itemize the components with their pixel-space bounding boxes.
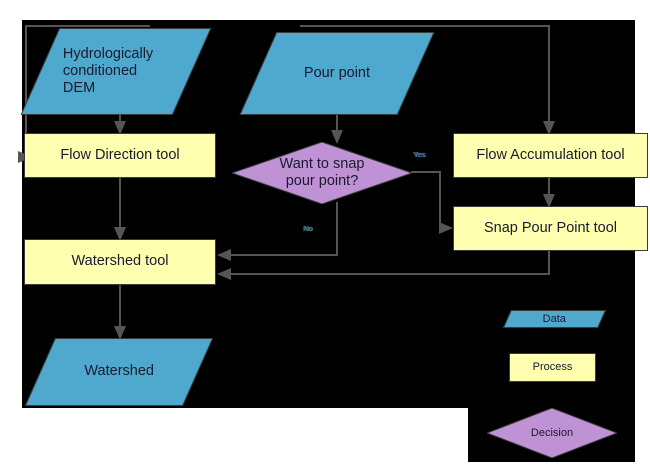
node-label-snap-pour-point: Snap Pour Point tool xyxy=(483,219,617,236)
legend-label-process: Process xyxy=(532,361,573,374)
node-flow-direction-tool[interactable]: Flow Direction tool xyxy=(24,133,216,178)
node-label-decision: Want to snap pour point? xyxy=(279,156,365,189)
node-label-pour-point: Pour point xyxy=(303,64,371,81)
node-label-flow-accumulation: Flow Accumulation tool xyxy=(476,146,625,163)
node-snap-pour-point-tool[interactable]: Snap Pour Point tool xyxy=(453,206,648,251)
node-watershed[interactable]: Watershed xyxy=(24,338,214,406)
legend-diamond-shape xyxy=(487,408,617,458)
node-label-flow-direction: Flow Direction tool xyxy=(60,146,180,163)
edge-label-yes: Yes xyxy=(413,152,426,159)
node-label-dem: Hydrologically conditioned DEM xyxy=(63,45,154,97)
edge-label-no: No xyxy=(303,226,313,233)
diamond-shape xyxy=(232,142,412,204)
node-label-watershed-tool: Watershed tool xyxy=(71,253,169,270)
node-decision-want-to-snap[interactable]: Want to snap pour point? xyxy=(232,142,412,204)
legend-item-decision: Decision xyxy=(487,408,617,458)
node-watershed-tool[interactable]: Watershed tool xyxy=(24,239,216,285)
legend-item-data: Data xyxy=(502,310,607,328)
legend-label-decision: Decision xyxy=(530,426,574,439)
node-flow-accumulation-tool[interactable]: Flow Accumulation tool xyxy=(453,133,648,178)
legend-item-process: Process xyxy=(509,353,596,382)
legend-label-data: Data xyxy=(542,312,567,325)
node-label-watershed: Watershed xyxy=(84,363,154,380)
